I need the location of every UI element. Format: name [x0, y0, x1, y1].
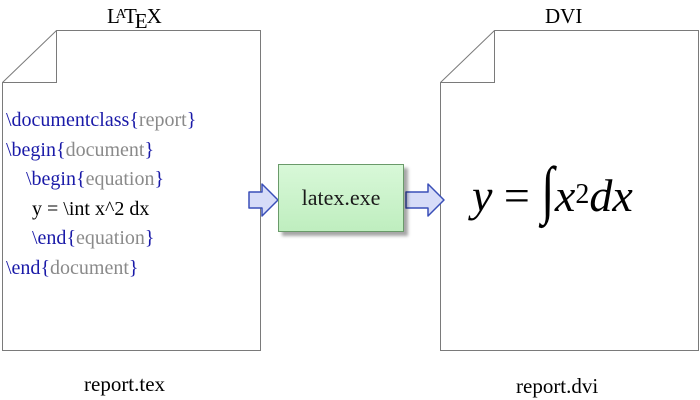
rendered-formula: y = ∫x2dx: [472, 154, 633, 225]
code-line: y = \int x^2 dx: [32, 197, 150, 220]
arrow-right-icon: [248, 183, 279, 217]
output-page-fold: [440, 30, 495, 83]
latex-exe-box: latex.exe: [278, 164, 404, 232]
arrow-right-icon: [405, 183, 445, 217]
source-code: \documentclass{report} \begin{document} …: [6, 106, 196, 283]
output-filename: report.dvi: [516, 374, 599, 398]
source-filename: report.tex: [84, 372, 166, 396]
code-line: \begin{equation}: [26, 168, 165, 190]
code-line: \end{document}: [6, 256, 139, 279]
dvi-title: DVI: [545, 4, 583, 28]
latex-title: LATEX: [107, 4, 162, 33]
latex-exe-label: latex.exe: [301, 185, 381, 210]
output-page: [440, 30, 699, 351]
code-line: \end{equation}: [32, 227, 155, 249]
code-line: \documentclass{report}: [6, 109, 197, 131]
source-page-fold: [2, 30, 57, 83]
source-page: [2, 30, 261, 351]
code-line: \begin{document}: [6, 138, 155, 161]
